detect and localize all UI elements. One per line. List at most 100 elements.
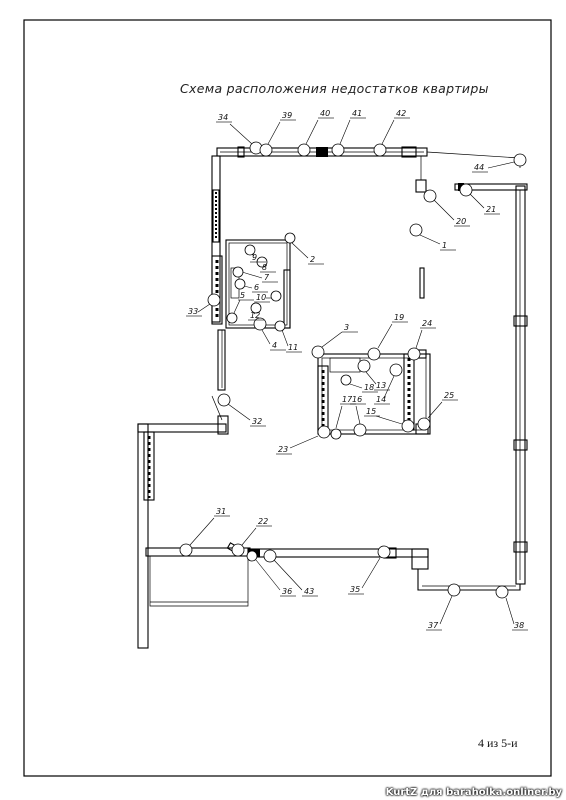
defect-number: 22	[258, 517, 268, 526]
defect-marker: 36	[246, 550, 296, 597]
defect-circle	[284, 232, 296, 244]
marker-leader-line	[233, 299, 241, 314]
defect-circle	[270, 290, 282, 302]
defect-number: 21	[486, 205, 496, 214]
defect-circle	[389, 363, 403, 377]
marker-leader-line	[189, 517, 215, 546]
defect-number: 35	[350, 585, 360, 594]
defect-circle	[401, 419, 415, 433]
defect-circle	[409, 223, 423, 237]
marker-leader-line	[415, 329, 423, 349]
defect-number: 14	[376, 395, 386, 404]
defect-circle	[340, 374, 352, 386]
defect-circle	[459, 183, 473, 197]
defect-circle	[231, 543, 245, 557]
marker-leader-line	[339, 119, 351, 145]
marker-leader-line	[439, 595, 453, 625]
defect-circle	[253, 317, 267, 331]
marker-leader-line	[427, 401, 443, 419]
defect-number: 16	[352, 395, 362, 404]
defect-marker: 25	[417, 391, 458, 431]
defect-marker: 42	[373, 109, 410, 157]
defect-number: 2	[310, 255, 315, 264]
marker-leader-line	[227, 403, 251, 421]
defect-marker: 18	[340, 374, 378, 393]
defect-number: 13	[376, 381, 386, 390]
defect-number: 1	[442, 241, 447, 250]
defect-marker: 40	[297, 109, 334, 157]
marker-leader-line	[261, 329, 271, 345]
marker-leader-line	[377, 323, 393, 349]
defect-circle	[297, 143, 311, 157]
defect-marker: 20	[423, 189, 470, 227]
defect-circle	[513, 153, 527, 167]
defect-circle	[330, 428, 342, 440]
defect-marker: 14	[374, 363, 403, 405]
defect-circle	[232, 266, 244, 278]
defect-circle	[217, 393, 231, 407]
marker-leader-line	[505, 597, 515, 625]
defect-marker: 16	[350, 395, 367, 437]
defect-number: 8	[262, 263, 267, 272]
defect-circle	[274, 320, 286, 332]
defect-number: 23	[278, 445, 288, 454]
marker-leader-line	[355, 405, 361, 425]
marker-leader-line	[229, 123, 253, 145]
defect-marker: 43	[263, 549, 318, 597]
defect-marker: 44	[472, 153, 527, 173]
defect-circle	[179, 543, 193, 557]
marker-leader-line	[361, 557, 381, 589]
marker-leader-line	[321, 331, 343, 348]
marker-leader-line	[267, 121, 281, 145]
defect-number: 12	[250, 311, 260, 320]
defect-marker: 1	[409, 223, 456, 251]
defect-circle	[263, 549, 277, 563]
defect-number: 33	[188, 307, 198, 316]
marker-leader-line	[375, 415, 403, 425]
defect-marker: 6	[234, 278, 268, 293]
defect-marker: 10	[254, 290, 282, 303]
defect-marker: 11	[274, 320, 302, 353]
defect-marker: 4	[253, 317, 286, 351]
marker-leader-line	[289, 435, 319, 449]
defect-marker: 3	[311, 323, 358, 359]
defect-number: 39	[282, 111, 292, 120]
defect-marker: 9	[244, 244, 266, 263]
marker-leader-line	[281, 329, 289, 347]
defect-circle	[246, 550, 258, 562]
defect-number: 24	[422, 319, 432, 328]
defect-number: 18	[364, 383, 374, 392]
defect-circle	[407, 347, 421, 361]
defect-marker: 37	[426, 583, 461, 631]
defect-marker: 21	[459, 183, 500, 215]
apartment-walls	[137, 146, 528, 649]
defect-marker: 31	[179, 507, 230, 557]
defect-number: 41	[352, 109, 362, 118]
defect-marker: 23	[276, 425, 331, 455]
marker-leader-line	[433, 199, 455, 221]
defect-circle	[311, 345, 325, 359]
defect-number: 20	[456, 217, 466, 226]
defect-number: 42	[396, 109, 406, 118]
defect-marker: 15	[364, 407, 415, 433]
marker-leader-line	[291, 242, 309, 259]
defect-marker: 41	[331, 109, 366, 157]
marker-leader-line	[255, 559, 281, 591]
defect-markers: 1234567891011121314151617181920212223242…	[179, 109, 528, 631]
marker-leader-line	[349, 383, 363, 389]
defect-marker: 24	[407, 319, 436, 361]
defect-number: 6	[254, 283, 259, 292]
defect-number: 15	[366, 407, 376, 416]
defect-number: 37	[428, 621, 439, 630]
marker-leader-line	[241, 271, 263, 279]
defect-circle	[353, 423, 367, 437]
defect-circle	[250, 302, 262, 314]
defect-number: 31	[216, 507, 226, 516]
marker-leader-line	[273, 559, 303, 591]
defect-number: 25	[444, 391, 454, 400]
defect-circle	[423, 189, 437, 203]
marker-leader-line	[419, 234, 441, 245]
defect-circle	[226, 312, 238, 324]
defect-number: 3	[344, 323, 349, 332]
